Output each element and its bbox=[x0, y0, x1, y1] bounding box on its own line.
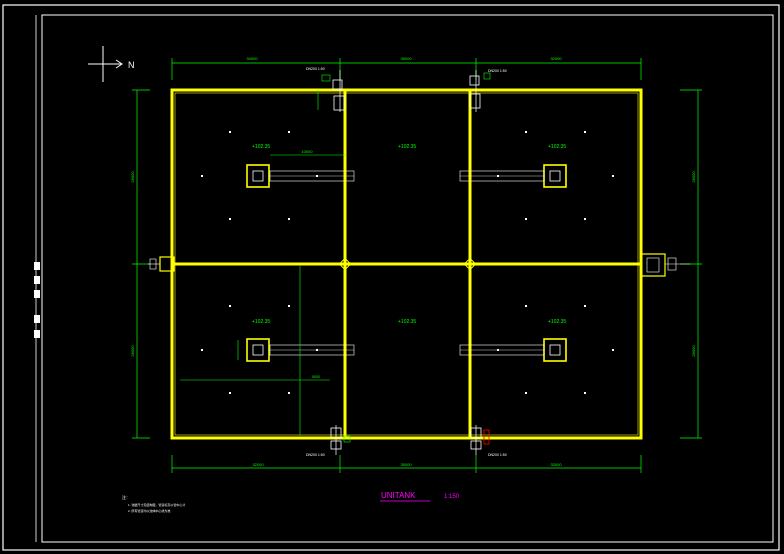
inner-frame bbox=[41, 14, 774, 543]
dim-right-top: 28000 bbox=[691, 171, 696, 183]
elevation-bottom-right: +102.35 bbox=[548, 319, 566, 325]
dim-bottom-right: 33000 bbox=[550, 462, 562, 467]
dim-top-right: 32000 bbox=[550, 56, 562, 61]
inlet-pipe-top-left bbox=[317, 70, 345, 112]
notes-heading: 注： bbox=[122, 494, 130, 500]
outlet-pipes-side bbox=[148, 257, 690, 271]
elevation-top-left: +102.35 bbox=[252, 144, 270, 150]
sump-top-left bbox=[246, 164, 355, 188]
dimension-bottom bbox=[171, 455, 642, 473]
elevation-bottom-mid: +102.35 bbox=[398, 319, 416, 325]
inlet-pipe-top-right bbox=[469, 70, 491, 112]
inlet-pipe-bottom-left bbox=[330, 425, 351, 455]
notes-line-2: 2. 所有管道均以池体中心线为准 bbox=[128, 508, 170, 513]
sump-top-right bbox=[459, 164, 567, 188]
elevation-bottom-left: +102.35 bbox=[252, 319, 270, 325]
dim-left-top: 28000 bbox=[130, 171, 135, 183]
outlet-box-right bbox=[640, 253, 666, 277]
dim-left-bottom: 28000 bbox=[130, 345, 135, 357]
north-label: N bbox=[128, 60, 135, 70]
notes-line-1: 1. 池壁尺寸见结构图，管道标高以管中心计 bbox=[128, 502, 185, 507]
dim-right-bottom: 28000 bbox=[691, 345, 696, 357]
dimension-top bbox=[171, 58, 642, 80]
dim-bottom-small: 5000 bbox=[312, 375, 320, 379]
pipe-note-bottom-left: DN200 1:50 bbox=[306, 453, 325, 457]
dim-top-left: 34000 bbox=[246, 56, 258, 61]
binding-marks bbox=[34, 262, 40, 338]
sump-bottom-right bbox=[459, 338, 567, 362]
dim-top-mid: 35000 bbox=[400, 56, 412, 61]
north-arrow-icon bbox=[88, 46, 123, 82]
local-dim-chain bbox=[180, 266, 330, 436]
drawing-scale: 1:150 bbox=[444, 494, 460, 500]
pipe-note-bottom-right: DN200 1:50 bbox=[488, 453, 507, 457]
outer-frame bbox=[2, 4, 780, 551]
dim-bottom-left: 32000 bbox=[252, 462, 264, 467]
elevation-top-right: +102.35 bbox=[548, 144, 566, 150]
dim-bottom-mid: 35000 bbox=[400, 462, 412, 467]
inlet-pipe-bottom-right bbox=[470, 425, 490, 455]
drawing-title: UNITANK bbox=[381, 491, 416, 500]
dimension-left bbox=[132, 89, 150, 439]
dim-inner-beam: 10000 bbox=[301, 149, 313, 154]
pipe-note-top-right: DN200 1:50 bbox=[488, 69, 507, 73]
pipe-note-top-left: DN200 1:50 bbox=[306, 67, 325, 71]
sump-bottom-left bbox=[246, 338, 355, 362]
elevation-top-mid: +102.35 bbox=[398, 144, 416, 150]
tank-walls bbox=[170, 88, 643, 440]
grid-dots bbox=[201, 131, 614, 394]
